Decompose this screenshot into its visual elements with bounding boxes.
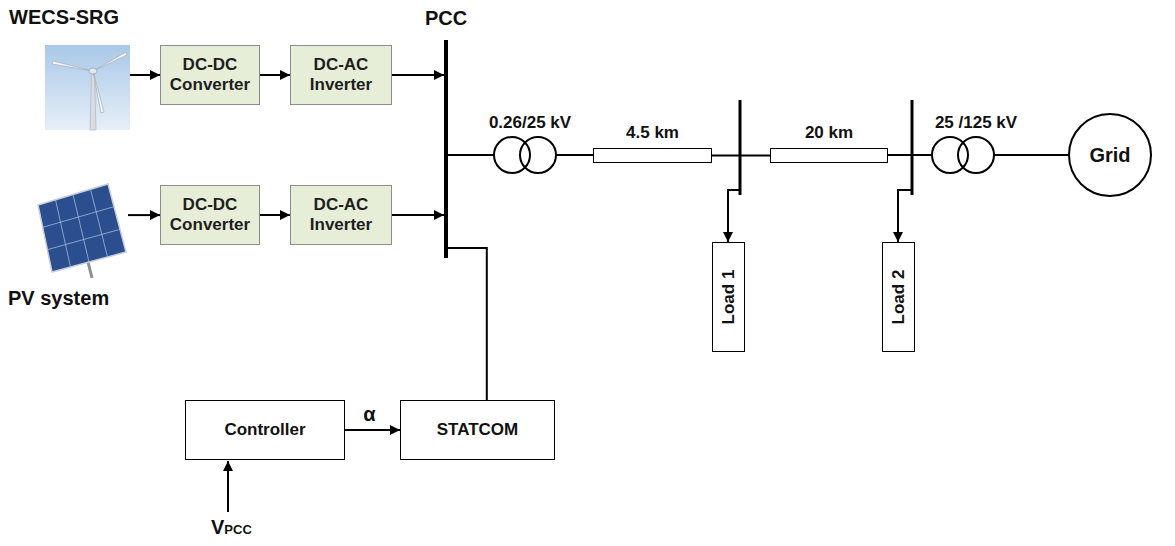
- power-wires: [228, 100, 1068, 512]
- node-text: DC-DC Converter: [169, 195, 251, 236]
- statcom-box: STATCOM: [400, 400, 555, 460]
- transformer-winding: [958, 137, 994, 173]
- inverter-box: DC-AC Inverter: [290, 185, 392, 245]
- connector: [392, 74, 444, 76]
- load-box: Load 2: [882, 242, 915, 352]
- bus-bar: [911, 100, 914, 195]
- line-impedance: 20 km: [770, 148, 888, 163]
- node-text: PCC: [425, 6, 467, 30]
- bus-bar: [739, 100, 742, 195]
- wire: [888, 154, 932, 156]
- connector: [130, 74, 160, 76]
- node-text: WECS-SRG: [9, 5, 119, 29]
- pcc-bus: PCC: [444, 40, 448, 258]
- inverter-box: DC-AC Inverter: [290, 45, 392, 105]
- turbine-blade: [93, 52, 127, 71]
- panel-grid-line: [43, 207, 114, 228]
- panel-grid-line: [56, 200, 71, 267]
- node-text: Grid: [1089, 143, 1130, 167]
- node-text: 4.5 km: [626, 123, 679, 143]
- converter-box: DC-DC Converter: [160, 45, 260, 105]
- transformer-rating: 25 /125 kV: [935, 113, 1017, 133]
- load-feeder-arrow: [728, 190, 740, 242]
- node-text: DC-DC Converter: [169, 55, 251, 96]
- connector: [392, 214, 444, 216]
- panel-grid-line: [73, 195, 89, 263]
- connector: [448, 248, 487, 400]
- panel-grid-line: [47, 229, 120, 249]
- signal-name: VPCC: [211, 515, 252, 539]
- sky: [45, 45, 130, 130]
- node-text: Load 2: [888, 270, 908, 325]
- controller-box: Controller: [185, 400, 345, 460]
- node-text: DC-AC Inverter: [299, 195, 383, 236]
- wire: [556, 154, 593, 156]
- node-text: Load 1: [718, 270, 738, 325]
- transformer-rating: 0.26/25 kV: [489, 113, 571, 133]
- panel-stand: [88, 262, 92, 278]
- pv-system-node: PV system: [30, 180, 128, 270]
- node-text: STATCOM: [437, 420, 519, 440]
- turbine-hub: [89, 68, 97, 74]
- node-text: Controller: [224, 420, 305, 440]
- load-box: Load 1: [712, 242, 745, 352]
- solar-panel: [38, 184, 126, 272]
- signal-arrow: [227, 461, 229, 512]
- panel-grid: [43, 189, 120, 267]
- wind-system-node: WECS-SRG: [45, 45, 130, 130]
- connector: [260, 74, 290, 76]
- wire: [994, 154, 1068, 156]
- node-text: DC-AC Inverter: [299, 55, 383, 96]
- wire: [448, 154, 494, 156]
- line-impedance: 4.5 km: [593, 148, 712, 163]
- converter-box: DC-DC Converter: [160, 185, 260, 245]
- load-feeder-arrow: [898, 190, 912, 242]
- turbine-blade: [93, 71, 104, 113]
- connector: [260, 214, 290, 216]
- edge-label: α: [361, 403, 377, 425]
- connector: [345, 429, 400, 431]
- connector: [712, 155, 770, 157]
- connector: [128, 214, 160, 216]
- wind-turbine-picture: [45, 45, 130, 130]
- grid-circle: Grid: [1068, 113, 1152, 197]
- turbine-blade: [52, 61, 93, 71]
- panel-grid-line: [91, 189, 108, 257]
- node-text: PV system: [8, 286, 109, 310]
- pv-panel-picture: [38, 184, 126, 278]
- node-text: 20 km: [805, 123, 853, 143]
- transformer-winding: [520, 137, 556, 173]
